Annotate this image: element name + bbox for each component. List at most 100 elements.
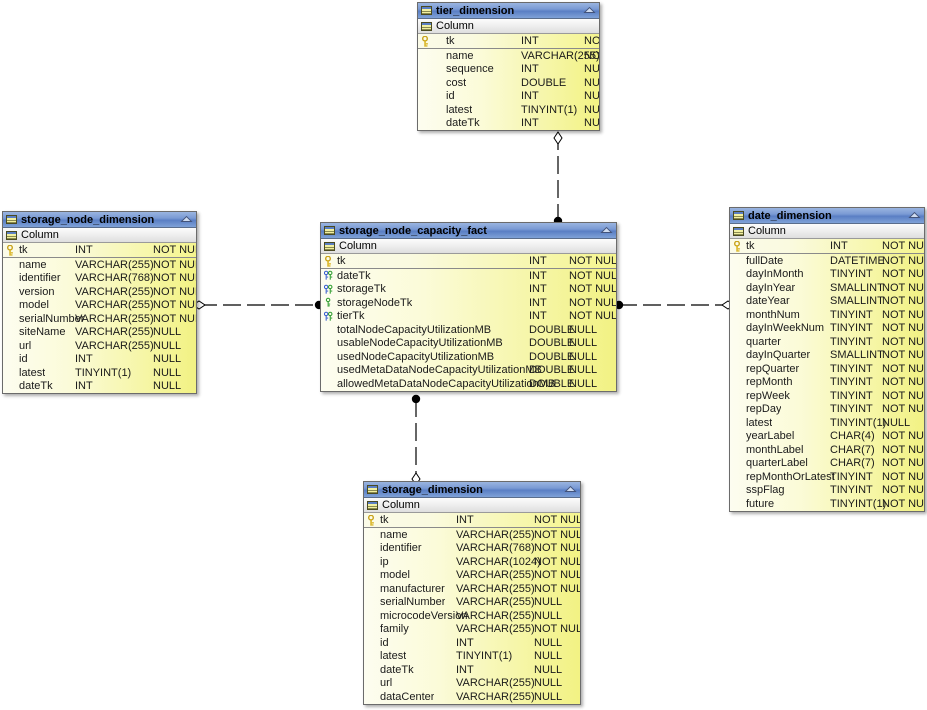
- column-section-header[interactable]: Column: [730, 224, 924, 239]
- collapse-button[interactable]: [600, 225, 613, 235]
- collapse-button[interactable]: [908, 210, 921, 220]
- column-type: SMALLINT: [830, 281, 884, 294]
- relationship-rel-tier-fact[interactable]: [553, 131, 563, 226]
- collapse-chevron-icon[interactable]: [583, 5, 596, 15]
- column-name: dateTk: [446, 117, 480, 130]
- collapse-chevron-icon[interactable]: [180, 214, 193, 224]
- relationship-rel-fact-storagedim[interactable]: [411, 394, 421, 486]
- entity-titlebar[interactable]: storage_node_capacity_fact: [321, 223, 616, 239]
- entity-titlebar[interactable]: storage_node_dimension: [3, 212, 196, 228]
- column-type: VARCHAR(255): [75, 285, 154, 298]
- entity-titlebar[interactable]: date_dimension: [730, 208, 924, 224]
- column-section-header[interactable]: Column: [3, 228, 196, 243]
- column-type: TINYINT(1): [830, 416, 887, 429]
- collapse-button[interactable]: [564, 484, 577, 494]
- entity-titlebar[interactable]: tier_dimension: [418, 3, 599, 19]
- collapse-button[interactable]: [583, 5, 596, 15]
- column-section-header[interactable]: Column: [364, 498, 580, 513]
- column-row[interactable]: costDOUBLENULL: [418, 76, 599, 90]
- entity-titlebar[interactable]: storage_dimension: [364, 482, 580, 498]
- column-section-header[interactable]: Column: [321, 239, 616, 254]
- collapse-chevron-icon[interactable]: [564, 484, 577, 494]
- column-row[interactable]: sequenceINTNULL: [418, 63, 599, 77]
- relationship-rel-fact-date[interactable]: [614, 300, 735, 310]
- column-nullability: NOT NULL: [534, 542, 580, 555]
- collapse-chevron-icon[interactable]: [600, 225, 613, 235]
- column-section-label: Column: [748, 225, 786, 237]
- column-name: id: [19, 353, 28, 366]
- column-section-header[interactable]: Column: [418, 19, 599, 34]
- collapse-chevron-icon[interactable]: [908, 210, 921, 220]
- column-nullability: NOT NULL: [153, 285, 196, 298]
- collapse-button[interactable]: [180, 214, 193, 224]
- column-row[interactable]: allowedMetaDataNodeCapacityUtilizationMB…: [321, 377, 616, 391]
- relationship-rel-nodedim-fact[interactable]: [192, 300, 324, 310]
